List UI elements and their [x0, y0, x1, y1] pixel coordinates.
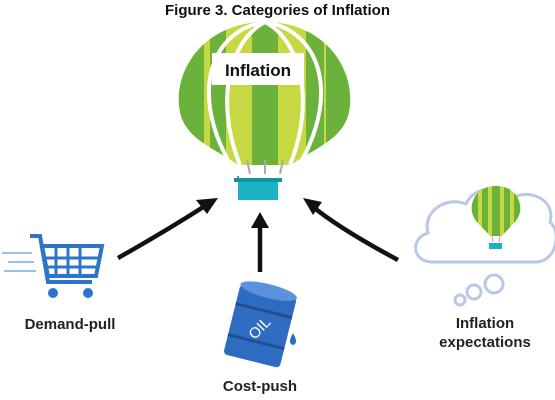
caption-inflation-expectations: Inflation expectations: [420, 314, 550, 352]
figure-title: Figure 3. Categories of Inflation: [164, 2, 391, 19]
caption-demand-pull: Demand-pull: [24, 316, 116, 333]
balloon-label: Inflation: [225, 61, 291, 80]
caption-expectations-line2: expectations: [439, 334, 531, 351]
arrow-demand-pull: [116, 198, 218, 260]
caption-expectations-line1: Inflation: [455, 315, 515, 332]
basket: [238, 180, 278, 200]
shopping-cart-icon: [2, 234, 105, 298]
oil-barrel-icon: OIL: [224, 281, 297, 368]
arrow-expectations: [303, 198, 400, 262]
hot-air-balloon-icon: Inflation: [178, 22, 351, 200]
caption-cost-push: Cost-push: [222, 378, 298, 395]
arrow-cost-push: [251, 212, 269, 272]
